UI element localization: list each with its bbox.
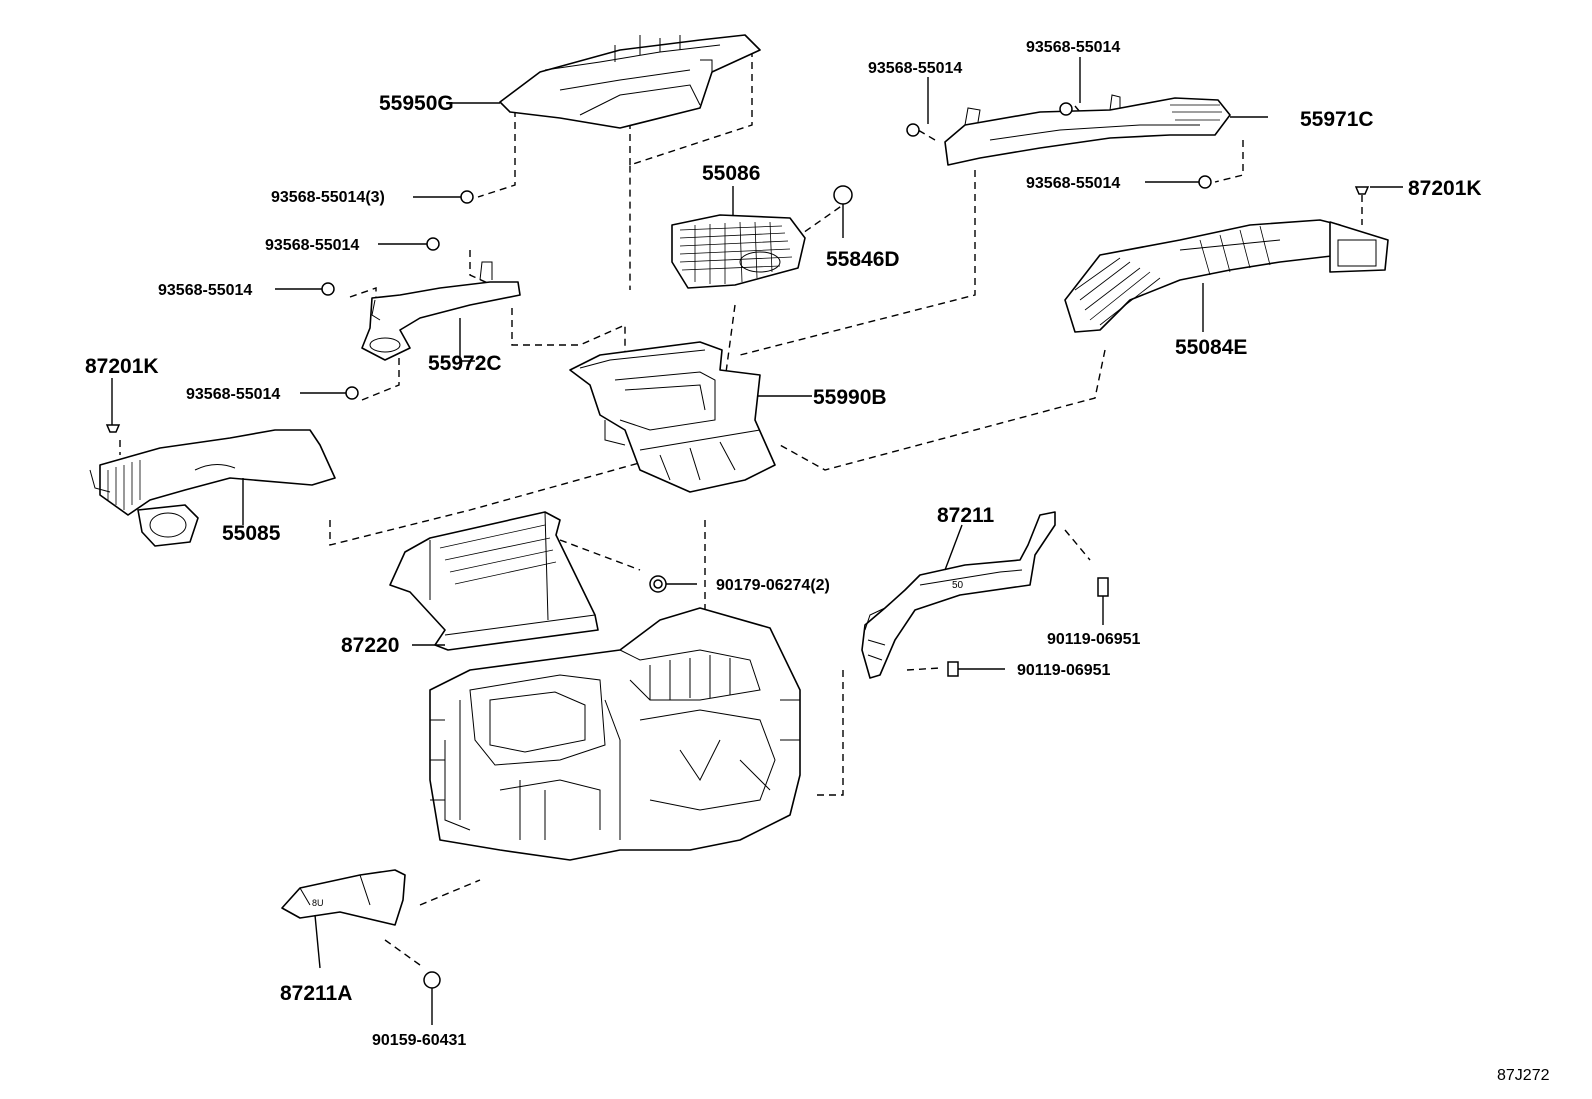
label-55085: 55085 [222, 522, 281, 545]
label-55990b: 55990B [813, 386, 887, 409]
label-87211a: 87211A [280, 982, 352, 1005]
label-87220: 87220 [341, 634, 399, 657]
nut-icon [321, 282, 335, 296]
duct-55972c [361, 261, 521, 361]
label-93568-55014: 93568-55014 [265, 237, 359, 254]
label-55084e: 55084E [1175, 336, 1247, 359]
bolt-icon [1097, 577, 1109, 597]
nut-icon [1198, 175, 1212, 189]
label-93568-55014: 93568-55014 [1026, 175, 1120, 192]
assembly-dashed-lines [119, 50, 1363, 966]
housing-55990b [569, 341, 776, 493]
label-55846d: 55846D [826, 248, 900, 271]
bolt-icon [947, 661, 959, 677]
svg-text:50: 50 [952, 580, 964, 591]
vent-55086 [671, 214, 806, 289]
duct-55950g [499, 34, 761, 129]
bolt-icon [423, 971, 441, 989]
cap-55846d-icon [833, 185, 853, 205]
label-55971c: 55971C [1300, 108, 1374, 131]
label-90179-06274: 90179-06274(2) [716, 577, 830, 594]
bracket-87211a: 8U [281, 869, 406, 926]
nut-hole [653, 579, 663, 589]
nut-icon [906, 123, 920, 137]
label-87211: 87211 [937, 504, 995, 527]
nut-icon [345, 386, 359, 400]
label-93568-55014: 93568-55014 [1026, 39, 1120, 56]
label-55086: 55086 [702, 162, 760, 185]
duct-55085 [89, 429, 336, 547]
clip-icon [105, 424, 121, 433]
label-93568-55014-qty3: 93568-55014(3) [271, 189, 385, 206]
label-55950g: 55950G [379, 92, 454, 115]
label-55972c: 55972C [428, 352, 502, 375]
label-93568-55014: 93568-55014 [868, 60, 962, 77]
bracket-87211: 50 [861, 511, 1056, 679]
clip-icon [1354, 186, 1370, 195]
leader-lines [111, 57, 1403, 1025]
label-87201k-left: 87201K [85, 355, 159, 378]
label-90119-06951: 90119-06951 [1017, 662, 1111, 679]
nut-icon [1059, 102, 1073, 116]
label-90119-06951: 90119-06951 [1047, 631, 1141, 648]
label-90159-60431: 90159-60431 [372, 1032, 466, 1049]
nut-icon [426, 237, 440, 251]
cover-87220 [389, 511, 599, 651]
label-93568-55014: 93568-55014 [186, 386, 280, 403]
duct-55971c [944, 94, 1231, 166]
part-labels: 55950G 93568-55014(3) 93568-55014 93568-… [85, 39, 1550, 1084]
label-87201k-right: 87201K [1408, 177, 1482, 200]
duct-55084e [1064, 219, 1389, 333]
hvac-unit [429, 607, 801, 861]
nut-icon [460, 190, 474, 204]
label-93568-55014: 93568-55014 [158, 282, 252, 299]
svg-text:8U: 8U [312, 898, 324, 908]
diagram-id: 87J272 [1497, 1067, 1550, 1084]
